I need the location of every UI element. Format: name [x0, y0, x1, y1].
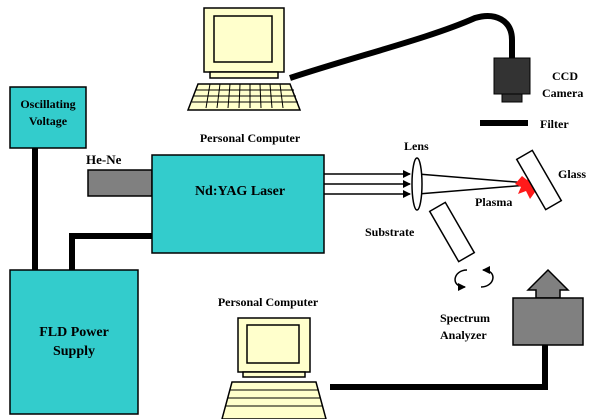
- analyzer-label: Analyzer: [440, 328, 487, 342]
- lens-icon: Lens: [404, 139, 429, 211]
- fld-power-supply-label-1: FLD Power: [39, 325, 109, 340]
- camera-label: Camera: [542, 86, 583, 100]
- glass-target: Glass: [515, 149, 586, 211]
- filter: Filter: [480, 117, 569, 131]
- nd-yag-laser-box: Nd:YAG Laser: [151, 154, 325, 254]
- up-arrow-icon: [526, 268, 570, 299]
- computer-icon: [221, 317, 327, 419]
- he-ne-laser: He-Ne: [86, 152, 153, 197]
- filter-label: Filter: [540, 117, 569, 131]
- fld-power-supply-label-2: Supply: [53, 344, 95, 359]
- personal-computer-top-label: Personal Computer: [200, 131, 301, 145]
- cable-computer-camera: [289, 13, 515, 81]
- substrate: Substrate: [365, 201, 476, 263]
- he-ne-label: He-Ne: [86, 152, 122, 167]
- glass-label: Glass: [558, 167, 586, 181]
- cables: [32, 13, 548, 390]
- computer-icon: [186, 7, 302, 111]
- spectrum-label: Spectrum: [440, 311, 490, 325]
- laser-label: Nd:YAG Laser: [195, 184, 285, 199]
- oscillating-voltage-box: Oscillating Voltage: [9, 86, 87, 149]
- ccd-camera-icon: CCD Camera: [493, 57, 583, 103]
- fld-power-supply-box: FLD Power Supply: [9, 269, 139, 415]
- cable-laser-supply: [69, 233, 152, 270]
- oscillating-voltage-label-1: Oscillating: [20, 97, 75, 111]
- spectrum-analyzer: Spectrum Analyzer: [440, 268, 584, 346]
- substrate-label: Substrate: [365, 225, 415, 239]
- cable-computer-analyzer: [330, 345, 548, 390]
- rotation-arrows-icon: [454, 266, 494, 291]
- laser-beams: [324, 170, 529, 198]
- ccd-label: CCD: [552, 69, 578, 83]
- personal-computer-bottom-label: Personal Computer: [218, 295, 319, 309]
- plasma-label: Plasma: [475, 195, 512, 209]
- lens-label: Lens: [404, 139, 429, 153]
- oscillating-voltage-label-2: Voltage: [29, 114, 68, 128]
